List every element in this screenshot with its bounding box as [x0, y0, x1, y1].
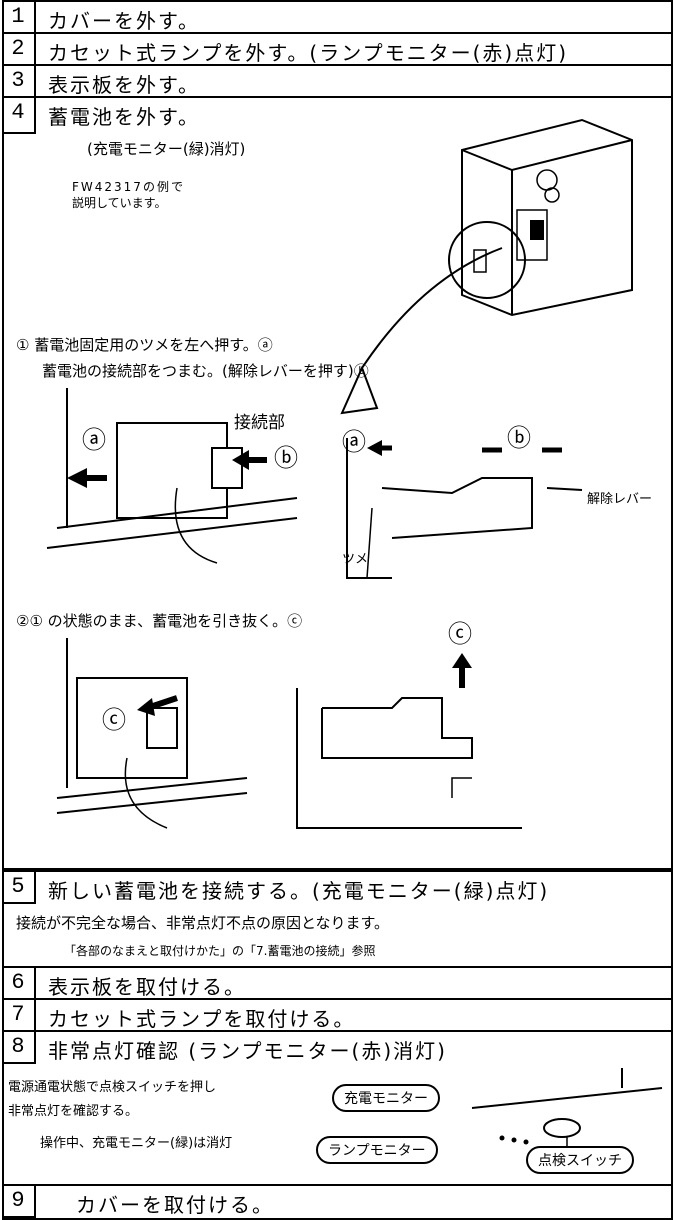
step-number: 3 [2, 66, 36, 98]
label-a-circle: ⓐ [82, 426, 106, 454]
check-instruction-1: 電源通電状態で点検スイッチを押し [8, 1080, 217, 1095]
sub-step-1-line2: 蓄電池の接続部をつまむ。(解除レバーを押す)ⓑ [42, 362, 369, 380]
claw-label: ツメ [342, 552, 369, 567]
step-title: カバーを取付ける。 [76, 1193, 274, 1217]
check-instruction-2: 非常点灯を確認する。 [8, 1104, 139, 1119]
sub-step-1-line1: ① 蓄電池固定用のツメを左へ押す。ⓐ [16, 336, 273, 354]
step-row-8: 8 非常点灯確認 (ランプモニター(赤)消灯) 電源通電状態で点検スイッチを押し… [2, 1032, 673, 1186]
label-c-circle-2: ⓒ [448, 620, 472, 648]
example-note-2: 説明しています。 [72, 196, 167, 210]
label-b-circle: ⓑ [274, 444, 298, 472]
lamp-monitor-callout: ランプモニター [316, 1136, 438, 1164]
label-c-circle: ⓒ [102, 706, 126, 734]
step-number: 6 [2, 968, 36, 1000]
step-title: 表示板を外す。 [48, 73, 200, 97]
step-number: 8 [2, 1032, 36, 1064]
step-title: 蓄電池を外す。 [48, 105, 200, 129]
step-title: カセット式ランプを外す。(ランプモニター(赤)点灯) [48, 41, 569, 65]
reference-note: 「各部のなまえと取付けかた」の「7.蓄電池の接続」参照 [64, 944, 376, 958]
label-b-circle-2: ⓑ [507, 424, 531, 452]
check-instruction-3: 操作中、充電モニター(緑)は消灯 [40, 1136, 233, 1151]
step-row-1: 1 カバーを外す。 [2, 0, 673, 34]
charge-monitor-note: (充電モニター(緑)消灯) [87, 140, 246, 158]
step-row-7: 7 カセット式ランプを取付ける。 [2, 1000, 673, 1032]
step-title: 表示板を取付ける。 [48, 975, 246, 999]
step-row-2: 2 カセット式ランプを外す。(ランプモニター(赤)点灯) [2, 34, 673, 66]
label-a-circle-2: ⓐ [342, 428, 366, 456]
step-number: 7 [2, 1000, 36, 1032]
step-title: 新しい蓄電池を接続する。(充電モニター(緑)点灯) [48, 879, 550, 903]
monitor-panel-illustration [471, 1068, 663, 1163]
charge-monitor-callout: 充電モニター [332, 1084, 440, 1112]
step-row-3: 3 表示板を外す。 [2, 66, 673, 98]
step-title: カセット式ランプを取付ける。 [48, 1007, 356, 1031]
step-row-4: 4 蓄電池を外す。 (充電モニター(緑)消灯) FW42317の例で 説明してい… [2, 98, 673, 870]
battery-removal-illustration-1 [46, 388, 298, 564]
step-title: 非常点灯確認 (ランプモニター(赤)消灯) [48, 1039, 447, 1063]
connector-label: 接続部 [234, 413, 285, 433]
connection-warning: 接続が不完全な場合、非常点灯不点の原因となります。 [16, 914, 390, 932]
step-number: 4 [2, 98, 36, 134]
step-row-6: 6 表示板を取付ける。 [2, 968, 673, 1000]
battery-removal-illustration-2 [346, 438, 583, 579]
sub-step-2-line: ②① の状態のまま、蓄電池を引き抜く。ⓒ [16, 612, 303, 630]
example-note: FW42317の例で [72, 180, 185, 194]
step-number: 5 [2, 872, 36, 904]
step-row-5: 5 新しい蓄電池を接続する。(充電モニター(緑)点灯) 接続が不完全な場合、非常… [2, 870, 673, 968]
battery-pull-illustration-1 [56, 638, 248, 829]
release-lever-label: 解除レバー [587, 492, 653, 507]
arrow-curve [340, 247, 503, 415]
check-switch-callout: 点検スイッチ [526, 1146, 634, 1174]
battery-pull-illustration-2 [296, 653, 522, 829]
fixture-illustration [448, 118, 633, 317]
step-number: 9 [2, 1186, 36, 1218]
step-number: 1 [2, 2, 36, 34]
step-title: カバーを外す。 [48, 9, 200, 33]
step-row-9: 9 カバーを取付ける。 [2, 1186, 673, 1220]
step-number: 2 [2, 34, 36, 66]
